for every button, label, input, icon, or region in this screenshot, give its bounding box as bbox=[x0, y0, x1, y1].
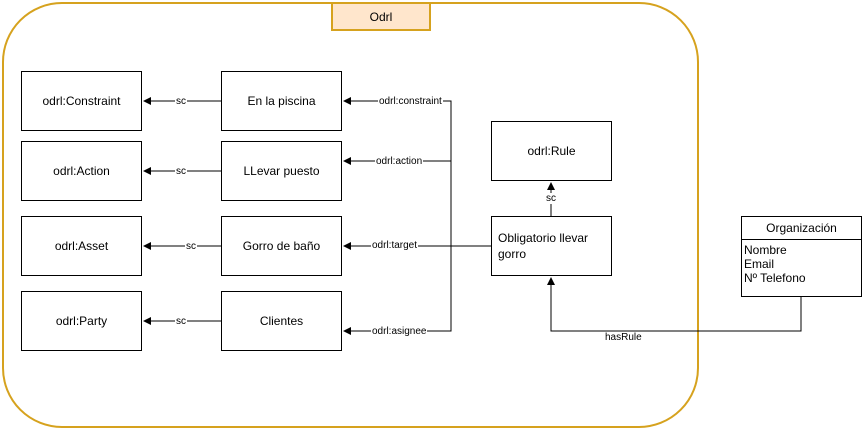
edge-odrl-constraint bbox=[343, 97, 491, 247]
class-rule[interactable]: odrl:Rule bbox=[491, 121, 612, 181]
label-odrl-action: odrl:action bbox=[375, 156, 424, 167]
class-action[interactable]: odrl:Action bbox=[21, 141, 142, 201]
class-party[interactable]: odrl:Party bbox=[21, 291, 142, 351]
class-constraint[interactable]: odrl:Constraint bbox=[21, 71, 142, 131]
label-sc-action: sc bbox=[175, 166, 187, 177]
instance-rule[interactable]: Obligatorio llevar gorro bbox=[491, 216, 612, 276]
label-odrl-assignee: odrl:asignee bbox=[371, 326, 428, 337]
label-sc-rule: sc bbox=[545, 193, 557, 204]
container-title[interactable]: Odrl bbox=[331, 2, 431, 31]
label-sc-party: sc bbox=[175, 316, 187, 327]
edge-has-rule bbox=[547, 277, 802, 332]
organization-field: Nº Telefono bbox=[744, 271, 806, 285]
label-sc-constraint: sc bbox=[175, 96, 187, 107]
instance-constraint[interactable]: En la piscina bbox=[221, 71, 342, 131]
organization-field: Nombre bbox=[744, 243, 787, 257]
label-sc-asset: sc bbox=[185, 241, 197, 252]
edge-odrl-assignee bbox=[343, 246, 452, 335]
instance-target[interactable]: Gorro de baño bbox=[221, 216, 342, 276]
instance-action[interactable]: LLevar puesto bbox=[221, 141, 342, 201]
organization-fields: Nombre Email Nº Telefono bbox=[742, 240, 861, 285]
label-has-rule: hasRule bbox=[604, 332, 643, 343]
class-asset[interactable]: odrl:Asset bbox=[21, 216, 142, 276]
label-odrl-target: odrl:target bbox=[371, 240, 419, 251]
organization-entity[interactable]: Organización Nombre Email Nº Telefono bbox=[741, 216, 862, 297]
organization-field: Email bbox=[744, 257, 775, 271]
label-odrl-constraint: odrl:constraint bbox=[378, 96, 443, 107]
instance-assignee[interactable]: Clientes bbox=[221, 291, 342, 351]
organization-title: Organización bbox=[742, 217, 861, 240]
